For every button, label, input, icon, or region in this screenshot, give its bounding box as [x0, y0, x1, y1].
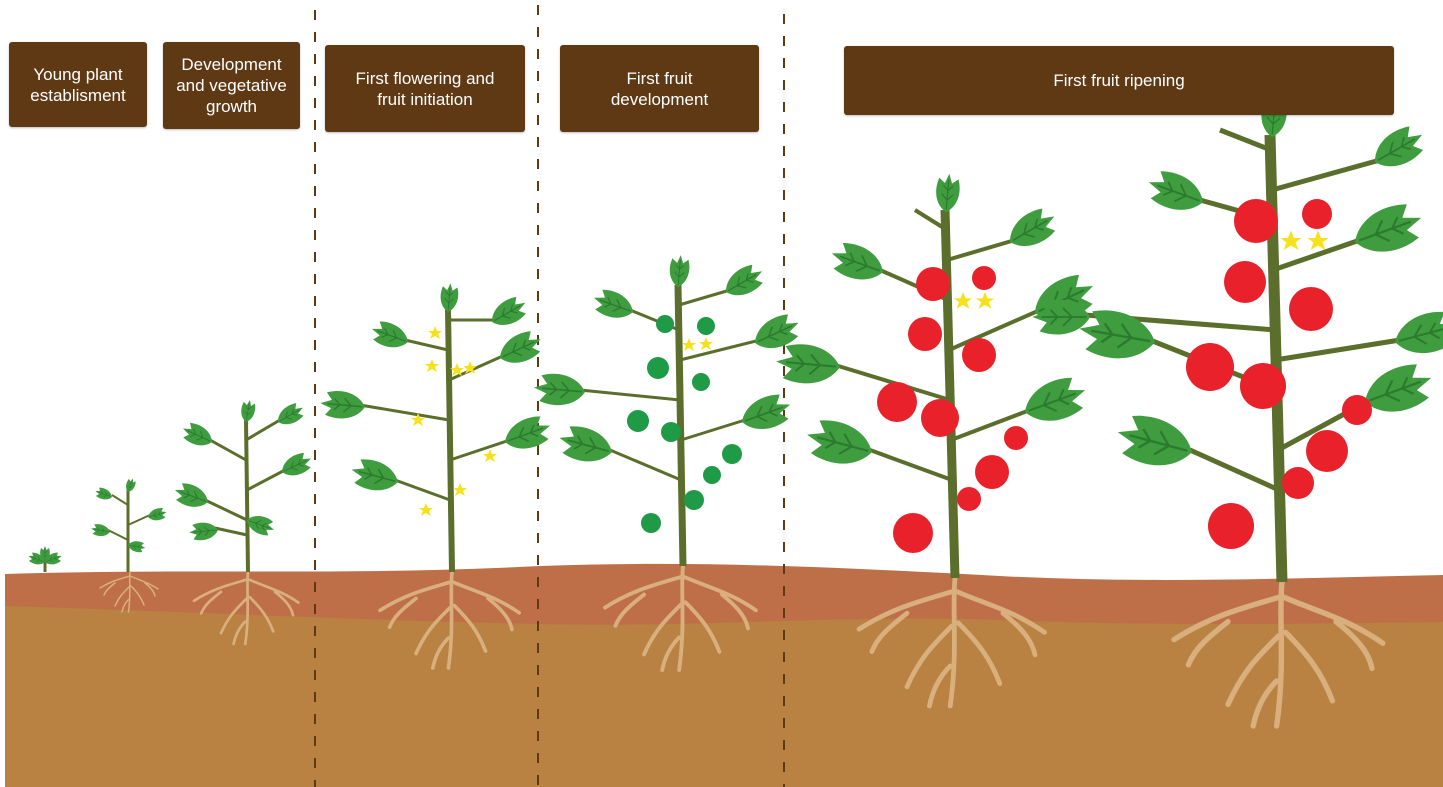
red-tomato-icon: [1234, 199, 1278, 243]
flower-icon: [682, 338, 696, 351]
flower-icon: [419, 503, 433, 516]
green-tomato-icon: [697, 317, 715, 335]
leaf-icon: [348, 455, 402, 496]
leaf-icon: [934, 173, 961, 213]
red-tomato-icon: [921, 399, 959, 437]
leaf-icon: [1002, 203, 1062, 256]
leaf-icon: [94, 486, 114, 502]
leaf-icon: [127, 540, 146, 554]
flower-icon: [428, 326, 442, 339]
green-tomato-icon: [722, 444, 742, 464]
red-tomato-icon: [972, 266, 996, 290]
green-tomato-icon: [684, 490, 704, 510]
red-tomato-icon: [1306, 430, 1348, 472]
stage-label-first-flowering: First flowering and fruit initiation: [325, 45, 525, 132]
stage-label-text: First flowering and fruit initiation: [356, 68, 495, 110]
leaf-icon: [555, 422, 616, 468]
plant-vegetative: [171, 399, 315, 572]
leaf-icon: [1112, 410, 1198, 475]
red-tomato-icon: [962, 338, 996, 372]
red-tomato-icon: [1282, 467, 1314, 499]
leaf-icon: [274, 400, 308, 430]
red-tomato-icon: [908, 317, 942, 351]
stage-label-text: Development and vegetative growth: [176, 54, 287, 117]
red-tomato-icon: [975, 455, 1009, 489]
leaf-icon: [319, 390, 366, 421]
stage-label-text: First fruit development: [611, 68, 708, 110]
stage-label-text: Young plant establisment: [30, 64, 125, 106]
green-tomato-icon: [656, 315, 674, 333]
plant-flowering: [319, 283, 555, 572]
flower-icon: [954, 292, 972, 309]
flower-icon: [425, 359, 439, 372]
leaf-icon: [486, 293, 531, 332]
leaf-icon: [439, 283, 459, 313]
subsoil-layer: [5, 600, 1443, 787]
red-tomato-icon: [1224, 261, 1266, 303]
plant-ripening-2: [1032, 94, 1443, 582]
stage-label-first-fruit-ripening: First fruit ripening: [844, 46, 1394, 115]
red-tomato-icon: [893, 513, 933, 553]
leaf-icon: [146, 506, 168, 522]
plant-ripening-1: [775, 173, 1102, 578]
leaf-icon: [239, 399, 256, 423]
flower-icon: [483, 449, 497, 462]
leaf-icon: [1348, 198, 1429, 262]
leaf-icon: [278, 450, 315, 481]
plant-seedling: [27, 546, 64, 572]
leaf-icon: [1143, 166, 1209, 219]
red-tomato-icon: [957, 487, 981, 511]
leaf-icon: [668, 254, 690, 288]
green-tomato-icon: [661, 422, 681, 442]
stage-label-first-fruit-development: First fruit development: [560, 45, 759, 132]
green-tomato-icon: [703, 466, 721, 484]
leaf-icon: [826, 238, 888, 288]
flower-icon: [699, 337, 713, 350]
red-tomato-icon: [1186, 343, 1234, 391]
flower-icon: [453, 483, 467, 496]
plant-young: [90, 477, 168, 572]
leaf-icon: [500, 412, 555, 456]
red-tomato-icon: [1004, 426, 1028, 450]
leaf-icon: [124, 477, 137, 494]
red-tomato-icon: [916, 267, 950, 301]
leaf-icon: [171, 480, 211, 512]
green-tomato-icon: [692, 373, 710, 391]
leaf-icon: [737, 390, 796, 437]
red-tomato-icon: [1208, 503, 1254, 549]
leaf-icon: [590, 286, 638, 324]
red-tomato-icon: [1302, 199, 1332, 229]
flower-icon: [1308, 231, 1329, 251]
plant-green-fruit: [533, 254, 805, 566]
leaf-icon: [720, 260, 769, 303]
stage-label-text: First fruit ripening: [1053, 70, 1184, 91]
leaf-icon: [189, 521, 219, 541]
leaf-icon: [1367, 120, 1431, 176]
red-tomato-icon: [1289, 287, 1333, 331]
red-tomato-icon: [1342, 395, 1372, 425]
flower-icon: [1281, 231, 1302, 251]
stage-label-vegetative-growth: Development and vegetative growth: [163, 42, 300, 129]
red-tomato-icon: [877, 382, 917, 422]
green-tomato-icon: [627, 410, 649, 432]
red-tomato-icon: [1240, 363, 1286, 409]
leaf-icon: [1018, 372, 1091, 430]
stage-label-young-plant: Young plant establisment: [9, 42, 147, 127]
leaf-icon: [1390, 307, 1443, 361]
leaf-icon: [179, 420, 216, 451]
green-tomato-icon: [641, 513, 661, 533]
leaf-icon: [368, 318, 412, 353]
leaf-icon: [90, 523, 111, 538]
leaf-icon: [533, 372, 587, 408]
leaf-icon: [802, 415, 877, 472]
green-tomato-icon: [647, 357, 669, 379]
flower-icon: [976, 292, 994, 309]
